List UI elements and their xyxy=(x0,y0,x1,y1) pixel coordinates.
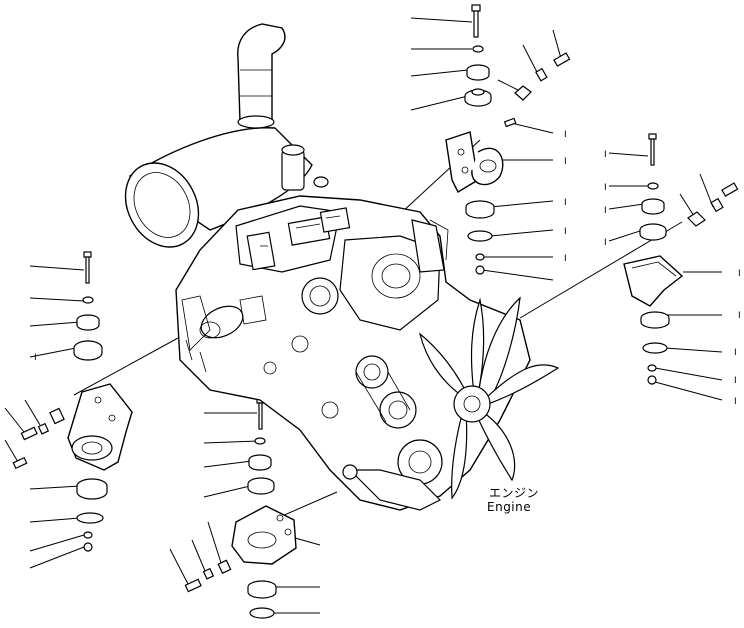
left-mount-parts xyxy=(12,251,133,552)
svg-text:I: I xyxy=(34,353,37,363)
engine-assembly xyxy=(124,23,531,511)
callout-marks-right: I I I I I I I I xyxy=(34,206,741,407)
bottom-mount-parts xyxy=(184,397,297,619)
svg-text:I: I xyxy=(738,269,741,279)
svg-text:I: I xyxy=(604,150,607,160)
svg-text:I: I xyxy=(564,254,567,264)
svg-text:I: I xyxy=(604,238,607,248)
svg-text:I: I xyxy=(734,348,737,358)
engine-caption-japanese: エンジン xyxy=(489,486,540,500)
engine-caption-english: Engine xyxy=(487,500,532,514)
top-mount-parts xyxy=(445,4,571,275)
engine-bracket-icon xyxy=(445,131,479,193)
svg-text:I: I xyxy=(604,183,607,193)
exhaust-pipe-icon xyxy=(237,23,286,123)
svg-text:I: I xyxy=(564,130,567,140)
svg-text:I: I xyxy=(734,397,737,407)
svg-text:I: I xyxy=(564,227,567,237)
cooling-fan-icon xyxy=(418,296,560,500)
svg-text:I: I xyxy=(604,206,607,216)
callout-marks-upper: I I I I I I I xyxy=(564,130,607,264)
svg-text:I: I xyxy=(564,198,567,208)
bolt-shank-icon xyxy=(473,10,479,38)
bolt-head-icon xyxy=(471,4,481,12)
svg-text:I: I xyxy=(738,311,741,321)
right-mount-parts xyxy=(623,133,739,385)
svg-text:I: I xyxy=(734,376,737,386)
washer-icon xyxy=(472,45,484,53)
svg-text:I: I xyxy=(564,157,567,167)
